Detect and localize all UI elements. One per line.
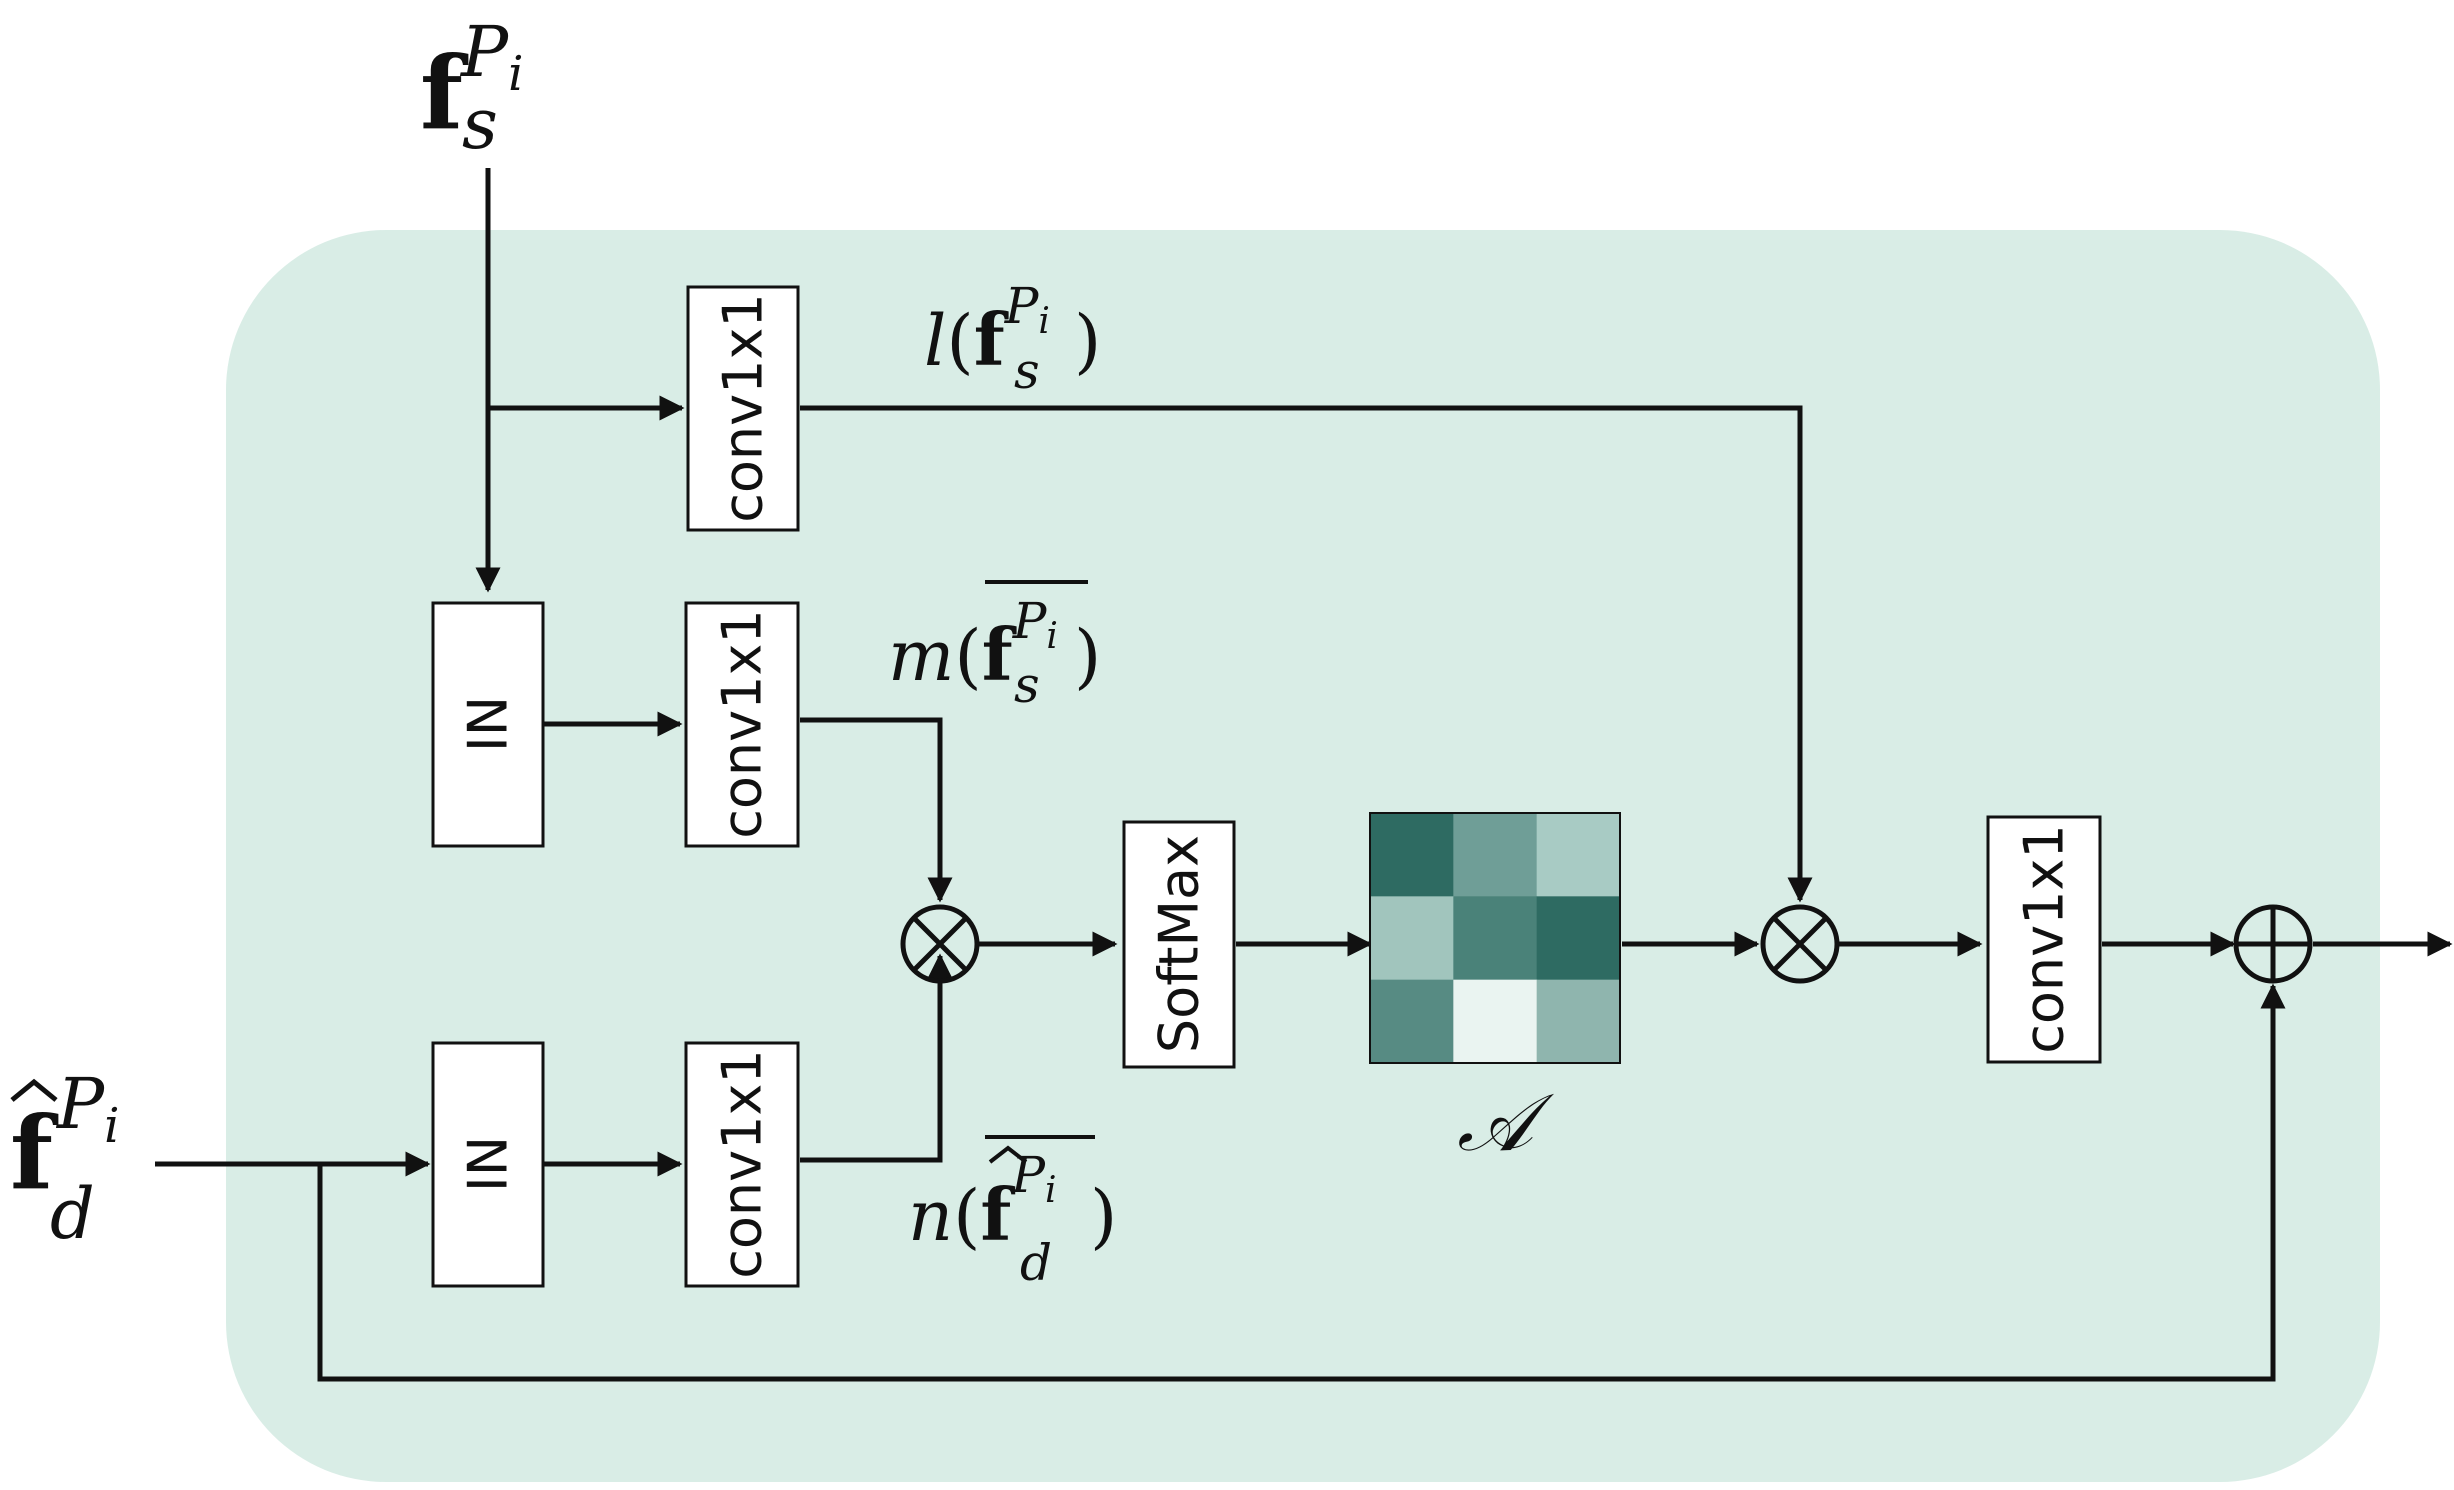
n-hat-mark [988, 1145, 1028, 1164]
conv-out-block: conv1x1 [1986, 815, 2102, 1064]
multiply-operator-2 [1760, 904, 1840, 984]
conv-n-block: conv1x1 [684, 1041, 800, 1288]
skip-connection [317, 983, 2286, 1382]
attention-cell-1-0 [1370, 896, 1454, 981]
l-output-line [800, 405, 1813, 903]
conv-l-block: conv1x1 [686, 285, 800, 532]
m-output-line [800, 717, 953, 903]
multiply-operator-1 [900, 904, 980, 984]
conv-out-label: conv1x1 [2013, 824, 2076, 1054]
add-operator [2233, 904, 2313, 984]
in-top-label: IN [457, 696, 520, 752]
conv-m-block: conv1x1 [684, 601, 800, 848]
fd-hat-mark [10, 1078, 58, 1102]
attention-cell-0-1 [1453, 813, 1538, 897]
in-top-block: IN [431, 601, 545, 848]
n-output-line [800, 953, 953, 1163]
conv-n-label: conv1x1 [711, 1049, 774, 1279]
softmax-label: SoftMax [1148, 835, 1211, 1053]
softmax-block: SoftMax [1122, 820, 1236, 1069]
in-bottom-block: IN [431, 1041, 545, 1288]
attention-cell-2-0 [1370, 979, 1454, 1064]
in-bottom-label: IN [457, 1136, 520, 1192]
attention-cell-2-2 [1536, 979, 1621, 1064]
attention-cell-0-0 [1370, 813, 1454, 897]
attention-cell-1-2 [1536, 896, 1621, 981]
attention-cell-2-1 [1453, 979, 1538, 1064]
conv-m-label: conv1x1 [711, 609, 774, 839]
attention-cell-1-1 [1453, 896, 1538, 981]
attention-matrix [1370, 813, 1621, 1064]
attention-cell-0-2 [1536, 813, 1621, 897]
attention-matrix-border [1369, 812, 1621, 1064]
conv-l-label: conv1x1 [712, 293, 775, 523]
